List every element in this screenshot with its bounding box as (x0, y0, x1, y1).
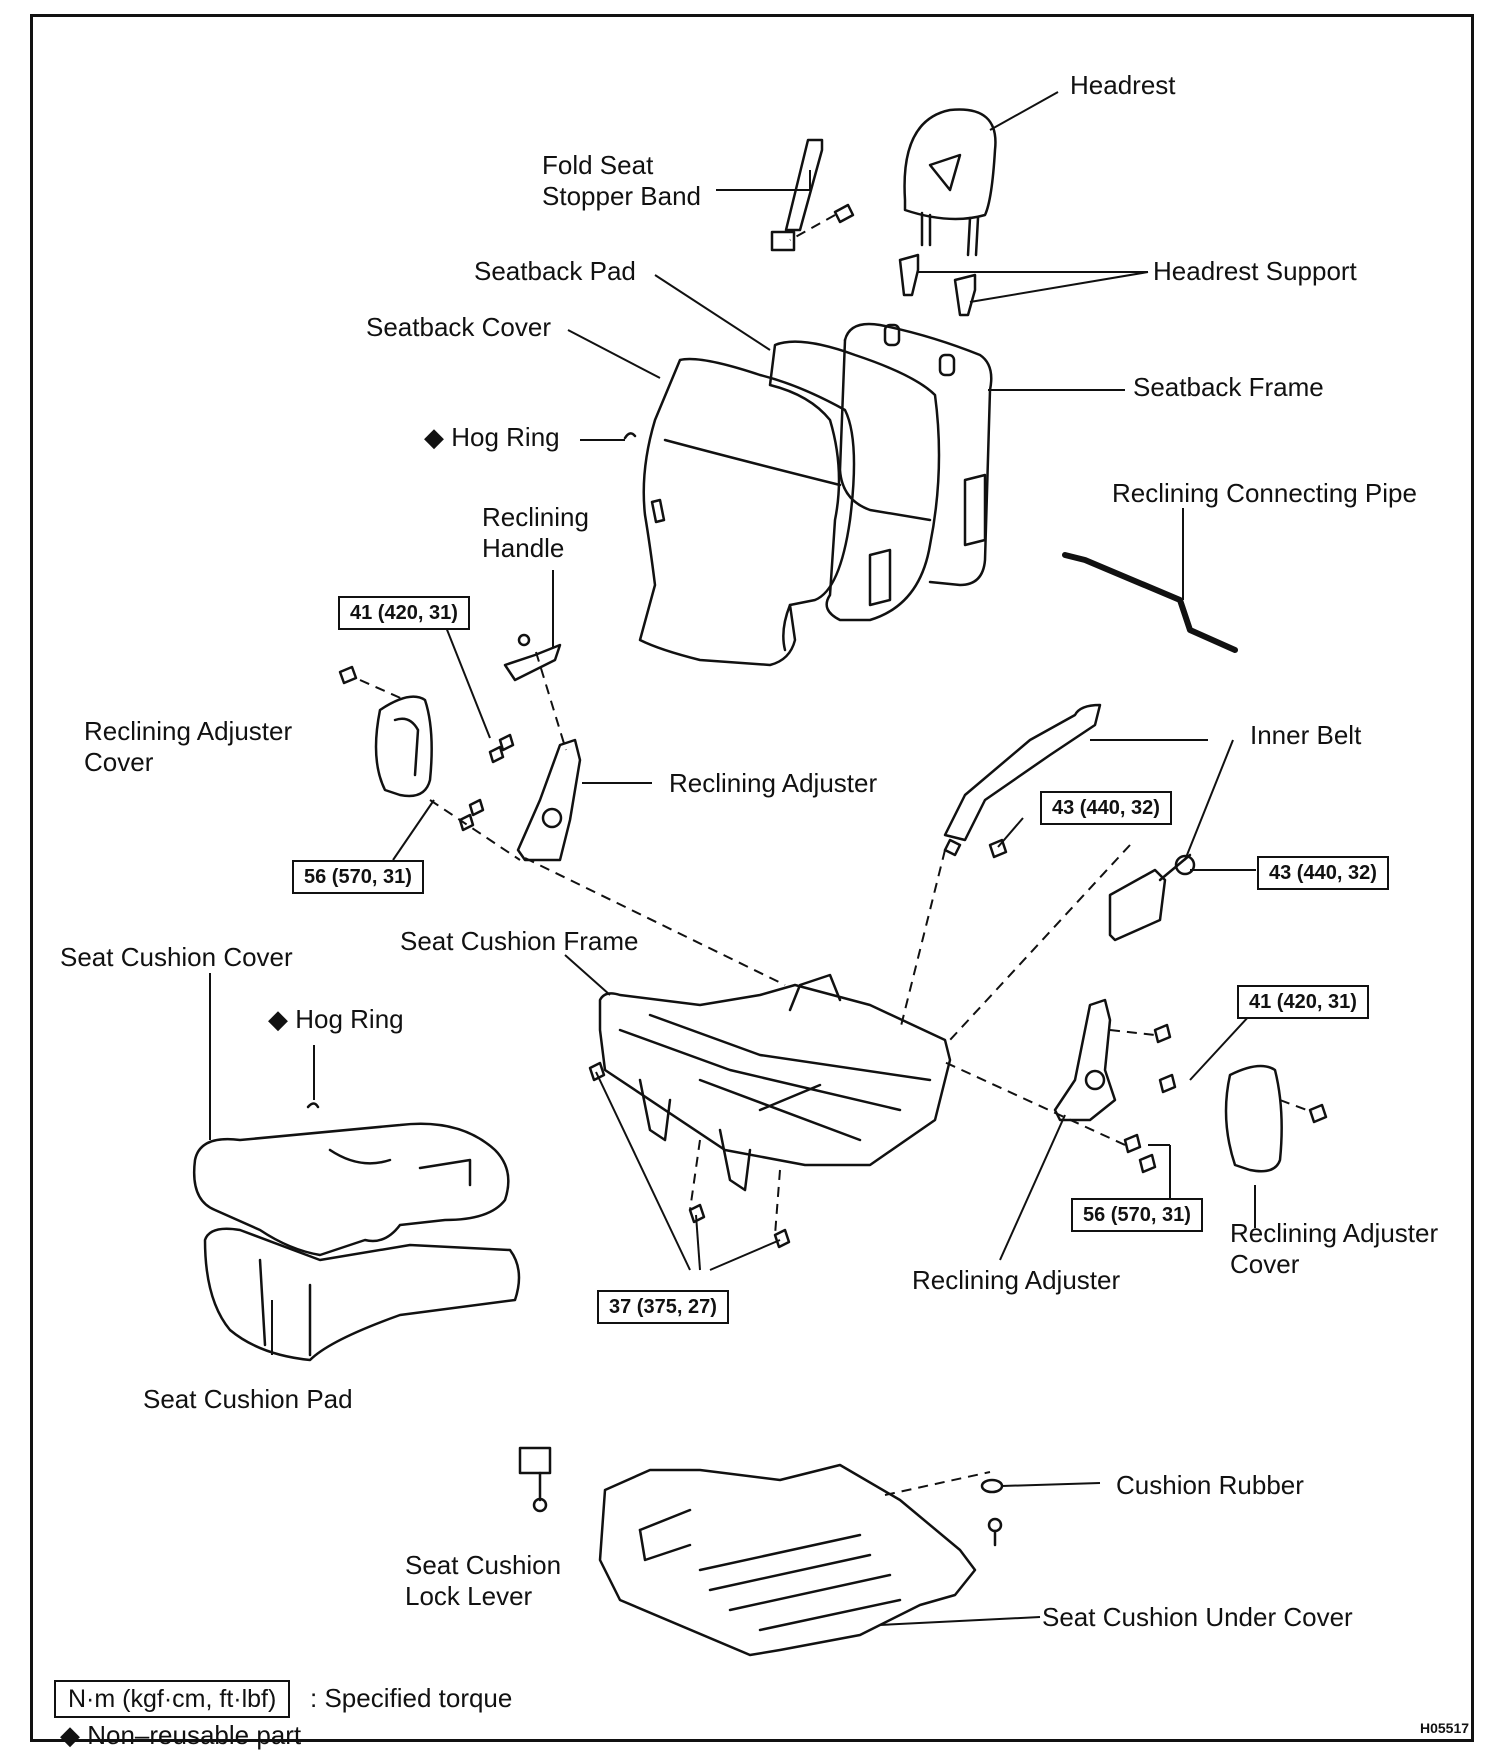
label-seatback-frame: Seatback Frame (1133, 372, 1324, 402)
cushion-frame-bolts (588, 1061, 791, 1249)
label-cushion-rubber: Cushion Rubber (1116, 1470, 1304, 1500)
torque-box-41-right: 41 (420, 31) (1237, 985, 1369, 1019)
label-reclining-adjuster-cover-left: Reclining Adjuster Cover (84, 716, 293, 777)
seatback-frame-part (838, 322, 993, 587)
inner-belt-upper-part (943, 703, 1102, 859)
torque-box-41-left: 41 (420, 31) (338, 596, 470, 630)
label-seatback-cover: Seatback Cover (366, 312, 551, 342)
torque-box-56-right: 56 (570, 31) (1071, 1198, 1203, 1232)
leader-lines (209, 91, 1256, 1626)
label-seat-cushion-cover: Seat Cushion Cover (60, 942, 293, 972)
label-reclining-connecting-pipe: Reclining Connecting Pipe (1112, 478, 1417, 508)
seat-cushion-pad-part (203, 1227, 521, 1362)
fold-seat-stopper-band-part (770, 138, 855, 252)
label-inner-belt: Inner Belt (1250, 720, 1362, 750)
cushion-rubber-part (980, 1478, 1004, 1547)
label-reclining-adjuster-bottom: Reclining Adjuster (912, 1265, 1121, 1295)
label-headrest-support: Headrest Support (1153, 256, 1357, 286)
hog-ring-bottom-part (306, 1102, 320, 1109)
label-headrest: Headrest (1070, 70, 1176, 100)
torque-box-43-upper: 43 (440, 32) (1040, 791, 1172, 825)
label-reclining-adjuster-cover-right: Reclining Adjuster Cover (1230, 1218, 1439, 1279)
label-hog-ring-top: ◆ Hog Ring (424, 422, 560, 452)
label-seat-cushion-frame: Seat Cushion Frame (400, 926, 639, 956)
reclining-adjuster-right-part (1053, 998, 1177, 1174)
reclining-adjuster-cover-right-part (1224, 1064, 1328, 1173)
reclining-connecting-pipe-part (1062, 552, 1238, 653)
label-seat-cushion-under-cover: Seat Cushion Under Cover (1042, 1602, 1353, 1632)
label-fold-seat-stopper-band: Fold Seat Stopper Band (542, 150, 702, 211)
torque-box-37: 37 (375, 27) (597, 1290, 729, 1324)
torque-box-56-left: 56 (570, 31) (292, 860, 424, 894)
legend-unit-text: : Specified torque (310, 1683, 513, 1713)
seat-cushion-lock-lever-part (518, 1446, 552, 1513)
legend-nonreusable: ◆ Non–reusable part (60, 1720, 302, 1750)
seat-cushion-cover-part (192, 1122, 510, 1257)
seatback-cover-part (638, 357, 856, 667)
figure-id: H05517 (1420, 1720, 1470, 1736)
label-seatback-pad: Seatback Pad (474, 256, 636, 286)
diagram-frame (30, 14, 1474, 1742)
seatback-pad-part (768, 340, 941, 622)
dashed-guides (359, 214, 1313, 1496)
reclining-adjuster-cover-left-part (338, 665, 433, 798)
label-seat-cushion-pad: Seat Cushion Pad (143, 1384, 353, 1414)
torque-box-43-buckle: 43 (440, 32) (1257, 856, 1389, 890)
seat-cushion-frame-part (598, 973, 952, 1192)
label-reclining-adjuster-top: Reclining Adjuster (669, 768, 878, 798)
headrest-part (898, 108, 997, 317)
label-seat-cushion-lock-lever: Seat Cushion Lock Lever (405, 1550, 562, 1611)
inner-belt-buckle-part (1108, 853, 1196, 942)
label-hog-ring-bottom: ◆ Hog Ring (268, 1004, 404, 1034)
hog-ring-top-part (623, 432, 637, 440)
label-reclining-handle: Reclining Handle (482, 502, 589, 563)
reclining-adjuster-left-part (458, 633, 582, 862)
seat-cushion-under-cover-part (598, 1463, 977, 1657)
legend-unit-box: N·m (kgf·cm, ft·lbf) (54, 1680, 291, 1718)
